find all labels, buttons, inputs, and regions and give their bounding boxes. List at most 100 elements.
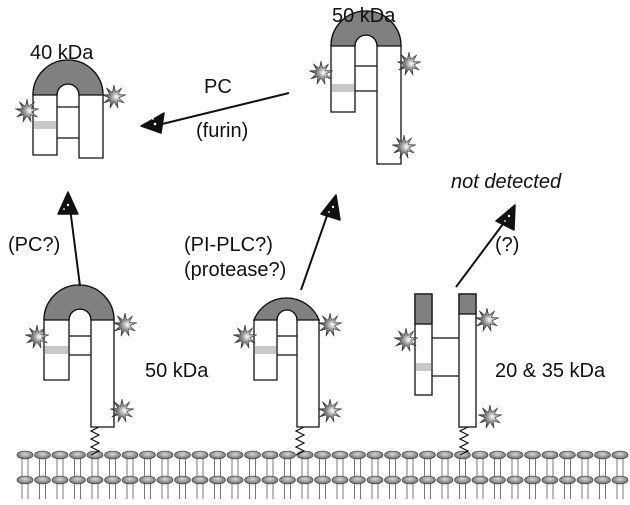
arrow-unknown bbox=[455, 219, 507, 288]
gpi-anchor-middle bbox=[294, 426, 306, 456]
mw-label-50kda-top: 50 kDa bbox=[332, 5, 396, 27]
lipid-head bbox=[576, 450, 594, 460]
lipid-head bbox=[524, 450, 541, 460]
lipid-head bbox=[471, 450, 489, 460]
lipid-head bbox=[226, 475, 244, 485]
lipid-head bbox=[576, 475, 594, 485]
star-icon bbox=[397, 51, 421, 76]
lipid-head bbox=[594, 450, 611, 460]
lipid-head bbox=[506, 450, 524, 460]
star-icon bbox=[475, 307, 499, 332]
lipid-head bbox=[401, 450, 419, 460]
arrowhead-pc-question bbox=[57, 191, 79, 215]
lipid-head bbox=[454, 475, 471, 485]
lipid-head bbox=[121, 475, 139, 485]
lipid-head bbox=[191, 450, 209, 460]
star-icon bbox=[15, 98, 39, 123]
lipid-head bbox=[174, 475, 191, 485]
glycosylation-markers bbox=[15, 51, 502, 429]
arrowhead-pc-furin bbox=[140, 112, 165, 134]
lipid-head bbox=[69, 475, 86, 485]
protein-membrane-50kda-left bbox=[43, 284, 115, 428]
lipid-head bbox=[436, 450, 454, 460]
label-not-detected: not detected bbox=[451, 171, 562, 193]
lipid-head bbox=[524, 475, 541, 485]
protein-fragments-20-35kda bbox=[414, 293, 477, 428]
enzyme-label-pi-plc: (PI-PLC?) bbox=[184, 234, 273, 256]
star-icon bbox=[113, 312, 137, 337]
lipid-head bbox=[296, 450, 314, 460]
lipid-head bbox=[314, 475, 331, 485]
lipid-head bbox=[104, 475, 121, 485]
enzyme-label-furin: (furin) bbox=[196, 120, 248, 142]
star-icon bbox=[233, 324, 257, 349]
mw-label-20-35kda: 20 & 35 kDa bbox=[495, 360, 606, 382]
lipid-head bbox=[331, 475, 349, 485]
lipid-head bbox=[226, 450, 244, 460]
lipid-head bbox=[296, 475, 314, 485]
lipid-head bbox=[419, 450, 436, 460]
lipid-head bbox=[139, 450, 156, 460]
lipid-head bbox=[366, 450, 384, 460]
gpi-anchors bbox=[89, 426, 470, 456]
lipid-head bbox=[209, 450, 226, 460]
lipid-head bbox=[121, 450, 139, 460]
star-icon bbox=[318, 312, 342, 337]
lipid-head bbox=[541, 450, 559, 460]
lipid-head bbox=[401, 475, 419, 485]
star-icon bbox=[318, 398, 342, 423]
arrow-pc-question bbox=[69, 207, 81, 287]
lipid-head bbox=[261, 450, 279, 460]
lipid-head bbox=[34, 450, 51, 460]
lipid-head bbox=[506, 475, 524, 485]
lipid-head bbox=[51, 475, 69, 485]
arrowheads bbox=[57, 112, 516, 231]
star-icon bbox=[110, 398, 134, 423]
lipid-head bbox=[279, 475, 296, 485]
mw-label-40kda: 40 kDa bbox=[30, 42, 94, 64]
lipid-head bbox=[156, 450, 174, 460]
lipid-head bbox=[191, 475, 209, 485]
lipid-head bbox=[436, 475, 454, 485]
enzyme-label-protease: (protease?) bbox=[184, 259, 286, 281]
star-icon bbox=[392, 134, 416, 159]
lipid-head bbox=[69, 450, 86, 460]
lipid-head bbox=[279, 450, 296, 460]
star-icon bbox=[25, 324, 49, 349]
lipid-head bbox=[139, 475, 156, 485]
lipid-head bbox=[16, 475, 34, 485]
arrow-pi-plc bbox=[300, 209, 330, 291]
lipid-head bbox=[104, 450, 121, 460]
star-icon bbox=[102, 84, 126, 109]
gpi-anchor-right bbox=[458, 426, 470, 456]
lipid-head bbox=[86, 450, 104, 460]
lipid-head bbox=[314, 450, 331, 460]
lipid-head bbox=[454, 450, 471, 460]
lipid-head bbox=[384, 475, 401, 485]
lipid-head bbox=[541, 475, 559, 485]
lipid-head bbox=[174, 450, 191, 460]
lipid-head bbox=[349, 475, 366, 485]
arrow-pc-furin bbox=[157, 92, 290, 126]
lipid-head bbox=[34, 475, 51, 485]
lipid-head bbox=[611, 450, 629, 460]
gpi-anchor-left bbox=[89, 426, 101, 456]
lipid-head bbox=[489, 450, 506, 460]
mw-label-50kda-bottom: 50 kDa bbox=[145, 360, 209, 382]
lipid-head bbox=[86, 475, 104, 485]
lipid-head bbox=[559, 475, 576, 485]
protein-membrane-50kda-middle bbox=[253, 297, 320, 428]
lipid-head bbox=[209, 475, 226, 485]
lipid-head bbox=[489, 475, 506, 485]
lipid-head bbox=[349, 450, 366, 460]
lipid-head bbox=[331, 450, 349, 460]
lipid-head bbox=[261, 475, 279, 485]
protein-soluble-50kda bbox=[330, 10, 402, 165]
lipid-head bbox=[471, 475, 489, 485]
lipid-head bbox=[244, 475, 261, 485]
star-icon bbox=[309, 60, 333, 85]
arrowhead-pi-plc bbox=[320, 194, 341, 221]
enzyme-label-pc-question: (PC?) bbox=[8, 234, 60, 256]
